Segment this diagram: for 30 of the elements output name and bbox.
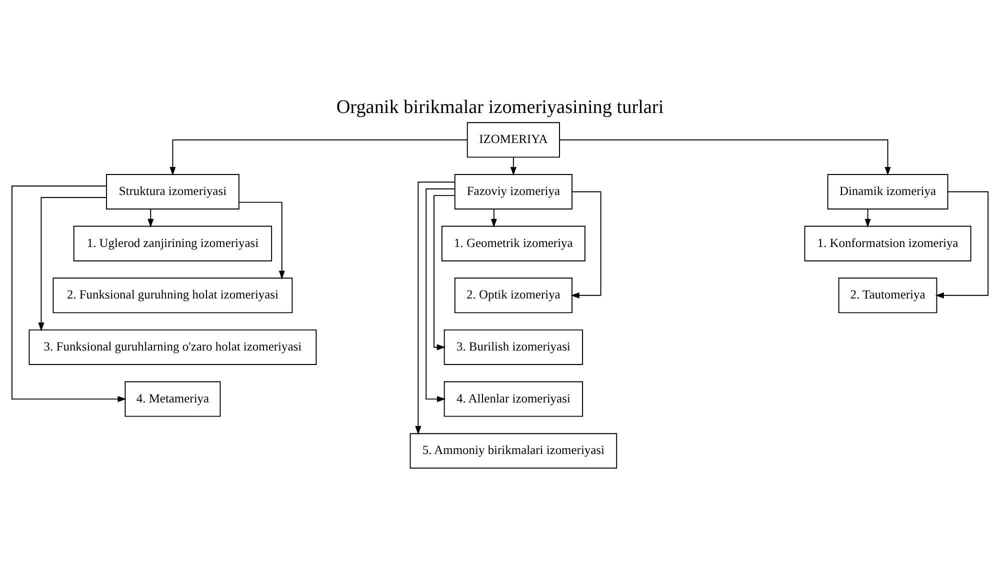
arrow [238, 202, 285, 280]
diagram-title: Organik birikmalar izomeriyasining turlari [336, 97, 664, 118]
arrow [570, 191, 602, 298]
arrow [426, 188, 456, 402]
arrow [434, 195, 456, 350]
node-box: 4. Metameriya [124, 381, 221, 417]
node-box: 1. Uglerod zanjirining izomeriyasi [73, 226, 272, 262]
arrow [935, 191, 989, 298]
arrow [415, 182, 456, 435]
node-box: 2. Optik izomeriya [454, 278, 572, 314]
node-box: 4. Allenlar izomeriyasi [444, 381, 584, 417]
node-box: 5. Ammoniy birikmalari izomeriyasi [410, 433, 618, 469]
node-box: 2. Funksional guruhning holat izomeriyasi [52, 278, 293, 314]
arrow [864, 208, 871, 228]
arrow [148, 208, 154, 228]
node-box: Struktura izomeriyasi [106, 174, 240, 210]
node-box: 3. Burilish izomeriyasi [444, 329, 584, 365]
arrow [510, 156, 516, 176]
arrow [170, 139, 468, 176]
node-box: 1. Geometrik izomeriya [441, 226, 586, 262]
node-box: IZOMERIYA [466, 122, 560, 158]
arrow [559, 139, 891, 176]
node-box: 3. Funksional guruhlarning o'zaro holat izomeriyasi [28, 329, 317, 365]
node-box: 2. Tautomeriya [838, 278, 938, 314]
arrow [11, 186, 126, 402]
arrow [38, 197, 107, 332]
node-box: Dinamik izomeriya [827, 174, 948, 210]
arrow [490, 208, 497, 228]
node-box: Fazoviy izomeriya [454, 174, 572, 210]
node-box: 1. Konformatsion izomeriya [804, 226, 972, 262]
